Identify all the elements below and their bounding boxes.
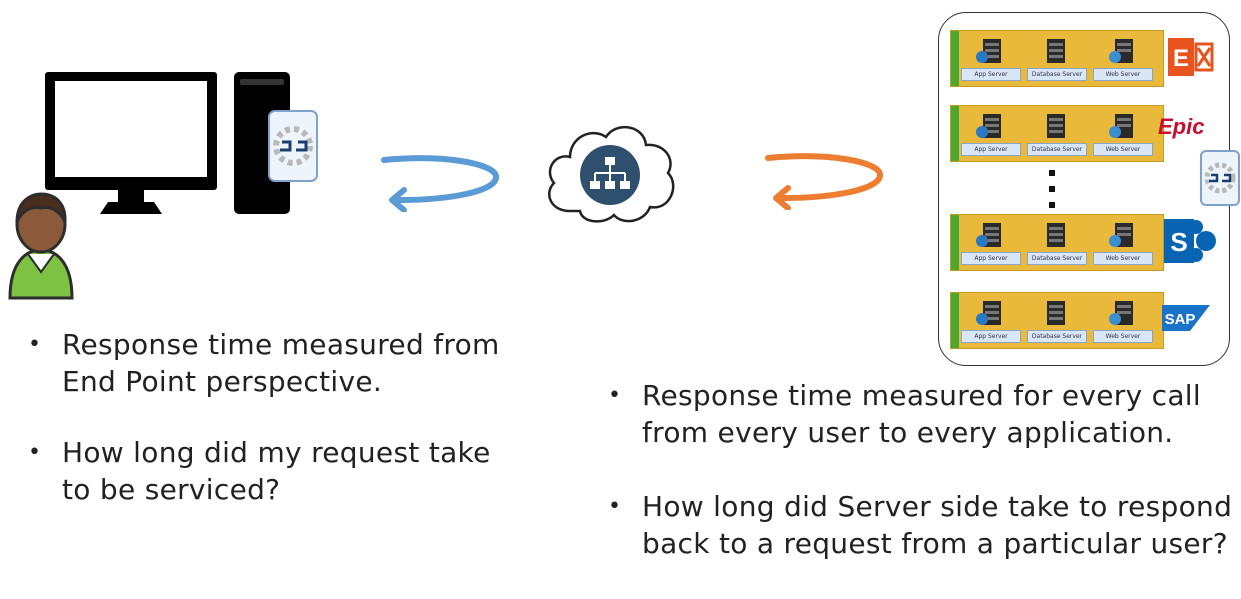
agent-gear-icon <box>268 110 318 182</box>
database-server-slot: Database Server <box>1027 112 1087 156</box>
slot-label: App Server <box>961 143 1021 156</box>
web-server-slot: Web Server <box>1093 221 1153 265</box>
database-server-icon <box>1047 39 1065 63</box>
endpoint-bullet-list: Response time measured from End Point pe… <box>24 326 524 542</box>
response-loop-arrow-right <box>765 153 883 210</box>
database-server-icon <box>1047 223 1065 247</box>
slot-label: Database Server <box>1027 330 1087 343</box>
server-bullet-list: Response time measured for every call fr… <box>604 377 1241 599</box>
web-server-slot: Web Server <box>1093 299 1153 343</box>
sap-logo-icon: SAP <box>1162 305 1210 331</box>
bullet-item: Response time measured for every call fr… <box>604 377 1241 451</box>
app-server-icon <box>976 223 1001 247</box>
slot-label: App Server <box>961 330 1021 343</box>
app-server-icon <box>976 301 1001 325</box>
network-cloud-icon <box>548 125 675 223</box>
more-rows-ellipsis-icon <box>1049 170 1055 208</box>
slot-label: Database Server <box>1027 143 1087 156</box>
sharepoint-letter: S <box>1170 227 1187 257</box>
exchange-letter: E <box>1173 45 1189 72</box>
response-loop-arrow-left <box>381 155 499 212</box>
slot-label: Database Server <box>1027 252 1087 265</box>
app-server-icon <box>976 39 1001 63</box>
database-server-icon <box>1047 114 1065 138</box>
web-server-slot: Web Server <box>1093 37 1153 81</box>
web-server-slot: Web Server <box>1093 112 1153 156</box>
user-avatar <box>8 192 74 300</box>
slot-label: Web Server <box>1093 143 1153 156</box>
sap-letters: SAP <box>1165 311 1196 328</box>
exchange-logo-icon: E <box>1168 38 1214 76</box>
app-server-slot: App Server <box>961 37 1021 81</box>
app-server-icon <box>976 114 1001 138</box>
slot-label: App Server <box>961 252 1021 265</box>
web-server-icon <box>1109 301 1133 325</box>
web-server-icon <box>1109 39 1133 63</box>
bullet-item: How long did my request take to be servi… <box>24 434 524 508</box>
web-server-icon <box>1109 114 1133 138</box>
database-server-slot: Database Server <box>1027 221 1087 265</box>
rack-strip <box>951 106 959 161</box>
server-row: App Server Database Server Web Server <box>950 214 1164 271</box>
epic-logo: Epic <box>1158 114 1205 139</box>
rack-strip <box>951 293 959 348</box>
desktop-computer-icon <box>45 72 290 214</box>
rack-strip <box>951 31 959 86</box>
server-row: App Server Database Server Web Server <box>950 30 1164 87</box>
database-server-icon <box>1047 301 1065 325</box>
app-server-slot: App Server <box>961 299 1021 343</box>
database-server-slot: Database Server <box>1027 37 1087 81</box>
app-server-slot: App Server <box>961 112 1021 156</box>
slot-label: Web Server <box>1093 252 1153 265</box>
database-server-slot: Database Server <box>1027 299 1087 343</box>
bullet-item: Response time measured from End Point pe… <box>24 326 524 400</box>
slot-label: Web Server <box>1093 330 1153 343</box>
slot-label: App Server <box>961 68 1021 81</box>
rack-strip <box>951 215 959 270</box>
bullet-item: How long did Server side take to respond… <box>604 488 1241 562</box>
slot-label: Web Server <box>1093 68 1153 81</box>
web-server-icon <box>1109 223 1133 247</box>
server-row: App Server Database Server Web Server <box>950 105 1164 162</box>
app-server-slot: App Server <box>961 221 1021 265</box>
slot-label: Database Server <box>1027 68 1087 81</box>
agent-gear-icon <box>1200 150 1240 206</box>
sharepoint-logo-icon: S <box>1164 219 1216 263</box>
server-row: App Server Database Server Web Server <box>950 292 1164 349</box>
